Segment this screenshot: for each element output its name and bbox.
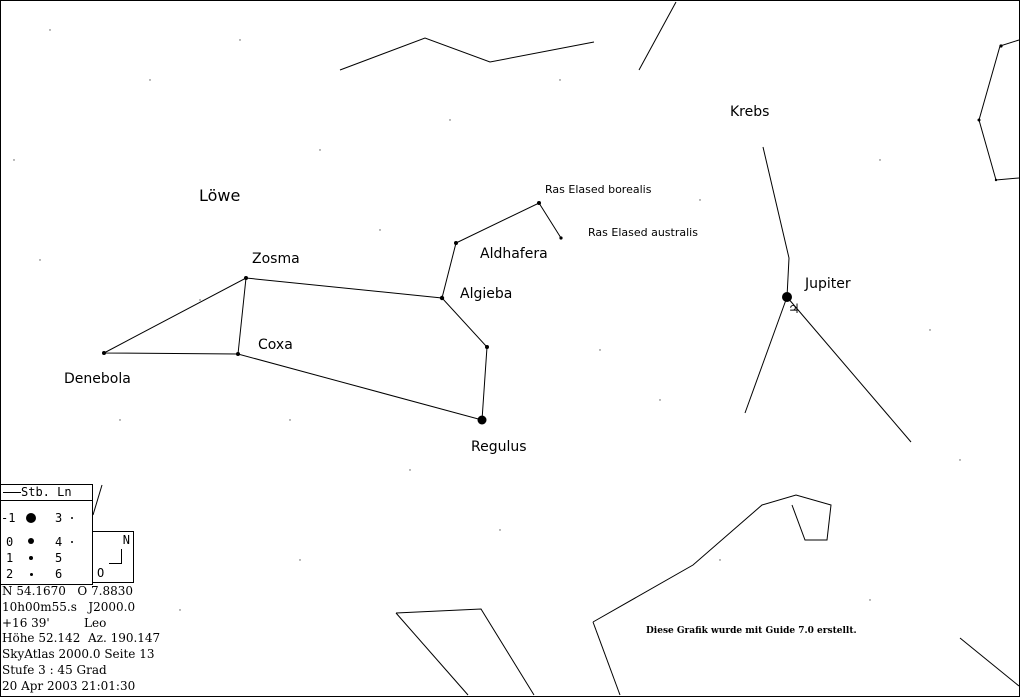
legend-header-label: Stb. Ln (21, 485, 72, 499)
info-coordinates: N 54.1670 O 7.8830 (2, 584, 134, 598)
info-altaz: Höhe 52.142 Az. 190.147 (2, 631, 161, 646)
constellation-lines (92, 1, 1020, 696)
star-coxa (236, 352, 240, 356)
star-adhafera-link (454, 241, 458, 245)
legend-mag-label: 0 (6, 535, 14, 549)
label-aldhafera: Aldhafera (480, 246, 548, 262)
star-algieba (439, 295, 445, 301)
neighbor-constellation-label: Krebs (730, 104, 769, 120)
constellation-label: Löwe (199, 186, 240, 205)
compass-north-label: N (122, 533, 130, 547)
label-denebola: Denebola (64, 371, 131, 387)
compass-east-label: O (97, 566, 105, 580)
label-jupiter: Jupiter (804, 276, 851, 292)
legend-mag-dot (30, 573, 33, 576)
star-rho (485, 345, 489, 349)
legend-mag-label: 4 (55, 535, 63, 549)
faint-stars (13, 29, 961, 611)
legend-mag-dot (28, 538, 34, 544)
star-zosma (244, 276, 248, 280)
halo (466, 246, 482, 262)
label-ras-elased-borealis: Ras Elased borealis (545, 183, 652, 196)
compass-north-line (121, 549, 122, 563)
legend-mag-dot (29, 556, 33, 560)
info-dec: +16 39' Leo (2, 615, 107, 630)
info-level: Stufe 3 : 45 Grad (2, 662, 107, 677)
legend-mag-label: 6 (55, 567, 63, 581)
label-algieba: Algieba (460, 286, 512, 302)
jupiter-symbol: ♃ (788, 302, 800, 317)
info-atlas: SkyAtlas 2000.0 Seite 13 (2, 647, 155, 662)
info-ra: 10h00m55.s J2000.0 (2, 599, 136, 614)
magnitude-legend: Stb. Ln -1 3 0 4 1 5 2 6 (0, 484, 93, 585)
legend-mag-label: 2 (6, 567, 14, 581)
label-ras-elased-australis: Ras Elased australis (588, 226, 698, 239)
label-zosma: Zosma (252, 251, 300, 267)
star-ras-elased-borealis (537, 201, 541, 205)
legend-mag-label: 1 (6, 551, 14, 565)
legend-mag-dot (71, 517, 73, 519)
credit-note: Diese Grafik wurde mit Guide 7.0 erstell… (646, 626, 857, 636)
legend-header: Stb. Ln (1, 485, 92, 501)
legend-mag-label: 5 (55, 551, 63, 565)
stars (102, 44, 1003, 425)
legend-line-sample (3, 492, 21, 493)
compass: N O (92, 531, 134, 583)
star-regulus (477, 415, 487, 425)
legend-mag-label: -1 (1, 511, 16, 525)
compass-east-line (109, 563, 122, 564)
legend-mag-dot (71, 541, 73, 543)
planet-jupiter-marker (782, 292, 792, 302)
star-denebola (102, 351, 106, 355)
label-regulus: Regulus (471, 439, 527, 455)
legend-mag-dot (26, 513, 36, 523)
legend-mag-label: 3 (55, 511, 63, 525)
star-ras-elased-australis (559, 236, 563, 240)
info-datetime: 20 Apr 2003 21:01:30 (2, 678, 136, 693)
label-coxa: Coxa (258, 337, 293, 353)
